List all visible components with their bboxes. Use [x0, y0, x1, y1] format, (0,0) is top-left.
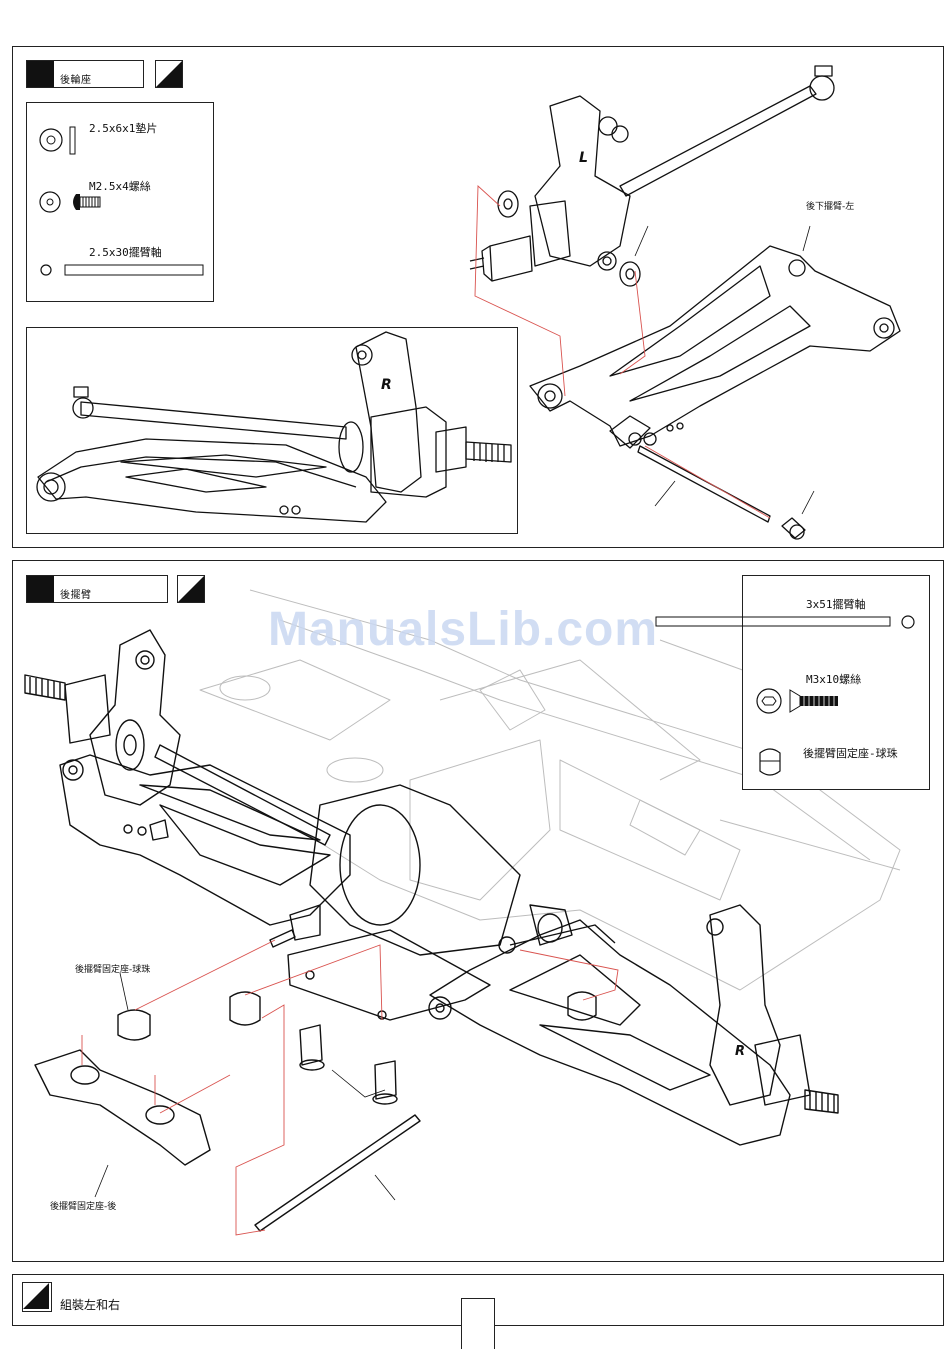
step1-header: 後輪座	[26, 60, 144, 88]
callout-lower-arm-left: 後下擺臂-左	[806, 199, 854, 212]
arm-letter-right: R	[381, 377, 392, 393]
footer-note: 組裝左和右	[60, 1296, 120, 1313]
callout-rear-mount: 後擺臂固定座-後	[50, 1199, 116, 1212]
step2-number-block	[27, 576, 54, 602]
arm-letter-left: L	[579, 150, 588, 166]
rear-hub-exploded-illustration	[470, 56, 910, 546]
step1-check-icon	[155, 60, 183, 88]
page-number-tab	[461, 1298, 495, 1349]
rear-arms-chassis-illustration	[20, 625, 840, 1255]
rear-arm-assembled-right-illustration	[26, 327, 516, 532]
part-screw-label: M2.5x4螺絲	[89, 178, 151, 194]
callout-ball-bushing: 後擺臂固定座-球珠	[75, 962, 150, 975]
part-washer-label: 2.5x6x1墊片	[89, 120, 157, 136]
step2-title: 後擺臂	[54, 576, 100, 602]
step2-header: 後擺臂	[26, 575, 168, 603]
washer-icon	[38, 126, 78, 156]
arm-letter-right-step2: R	[735, 1044, 745, 1059]
footer-check-icon	[22, 1282, 52, 1312]
pin-icon	[38, 262, 208, 278]
part-hinge-pin-label: 3x51擺臂軸	[806, 596, 866, 612]
step1-number-block	[27, 61, 54, 87]
step1-title: 後輪座	[54, 61, 100, 87]
part-pin-label: 2.5x30擺臂軸	[89, 244, 162, 260]
